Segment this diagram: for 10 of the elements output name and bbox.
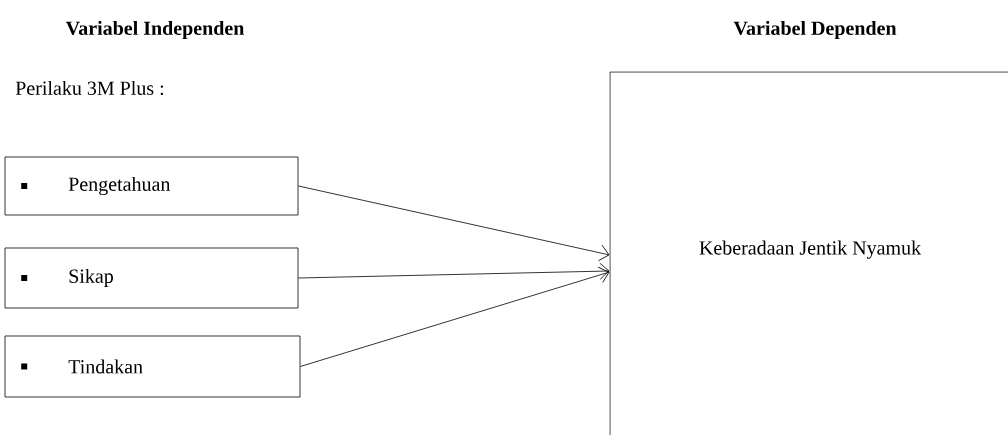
variable-box: Keberadaan Jentik Nyamuk	[609, 71, 1008, 435]
arrow	[300, 266, 610, 367]
variable-box: Sikap	[4, 247, 299, 309]
variable-box: Tindakan	[4, 335, 301, 398]
group-label: Perilaku 3M Plus :	[15, 80, 164, 96]
heading: Variabel Independen	[65, 20, 245, 40]
heading: Variabel Dependen	[733, 20, 897, 40]
arrow	[298, 185, 610, 262]
arrow	[298, 262, 610, 280]
variable-box: Pengetahuan	[4, 156, 299, 216]
